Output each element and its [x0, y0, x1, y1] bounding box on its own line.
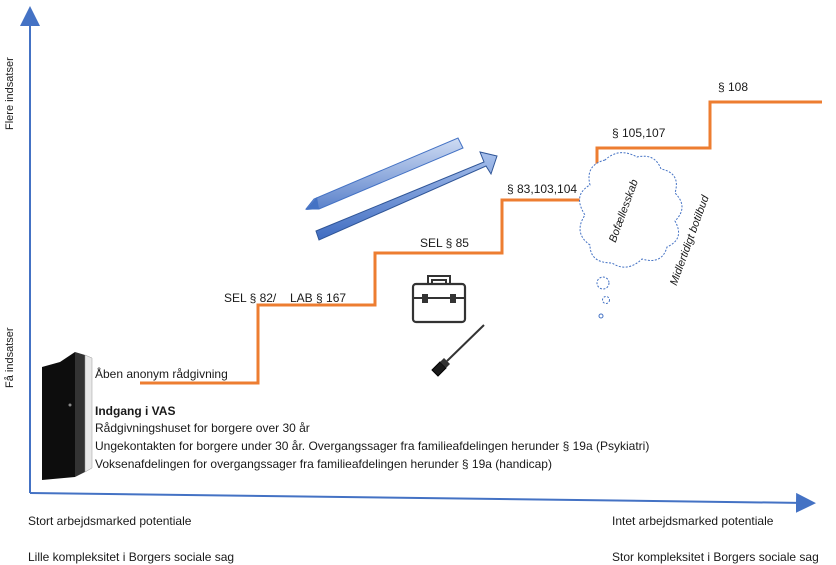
bidirectional-arrow-icon: [304, 137, 498, 241]
step-label-2a: SEL § 82/: [224, 291, 277, 305]
x-axis: [29, 492, 816, 513]
x-axis-right-label-1: Intet arbejdsmarked potentiale: [612, 514, 774, 528]
step-label-5: § 105,107: [612, 126, 666, 140]
y-axis-bottom-label: Få indsatser: [4, 327, 16, 388]
step-label-2b: LAB § 167: [290, 291, 347, 305]
x-axis-left-label-2: Lille kompleksitet i Borgers sociale sag: [28, 550, 235, 564]
thought-cloud-icon: [579, 152, 683, 319]
step-label-3: SEL § 85: [420, 236, 469, 250]
y-axis-top-label: Flere indsatser: [4, 57, 16, 130]
x-axis-right-label-2: Stor kompleksitet i Borgers sociale sag: [612, 550, 819, 564]
entry-line-2: Ungekontakten for borgere under 30 år. O…: [95, 439, 650, 453]
step-label-1: Åben anonym rådgivning: [95, 367, 228, 381]
staircase-line: [140, 100, 822, 385]
entry-line-1: Rådgivningshuset for borgere over 30 år: [95, 421, 310, 435]
step-label-4: § 83,103,104: [507, 182, 578, 196]
step-label-6: § 108: [718, 80, 749, 94]
x-axis-left-label-1: Stort arbejdsmarked potentiale: [28, 514, 192, 528]
entry-line-3: Voksenafdelingen for overgangssager fra …: [95, 457, 552, 471]
screwdriver-icon: [431, 324, 485, 377]
toolbox-icon: [411, 275, 467, 324]
door-icon: [42, 352, 93, 480]
entry-title: Indgang i VAS: [95, 404, 176, 418]
